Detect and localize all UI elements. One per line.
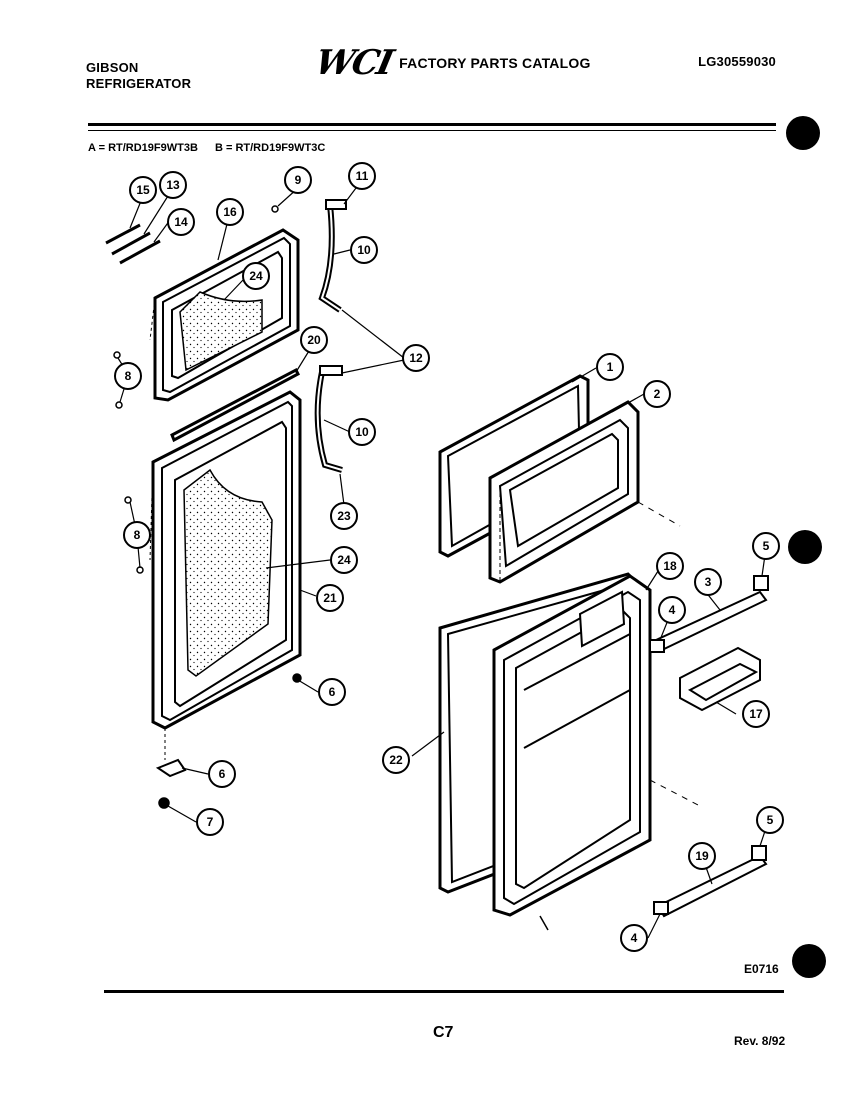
fresh-door-fasteners bbox=[124, 496, 302, 809]
lower-handle bbox=[314, 365, 343, 473]
freezer-inner-liner bbox=[488, 400, 681, 584]
binder-hole-top bbox=[786, 116, 820, 150]
model-b: B = RT/RD19F9WT3C bbox=[214, 142, 326, 154]
binder-hole-middle bbox=[788, 530, 822, 564]
binder-hole-bottom bbox=[792, 944, 826, 978]
model-legend: A = RT/RD19F9WT3B B = RT/RD19F9WT3C bbox=[88, 142, 339, 154]
dairy-compartment bbox=[679, 646, 761, 712]
header-rule-thin bbox=[88, 130, 776, 131]
upper-handle bbox=[318, 199, 347, 313]
freezer-door bbox=[149, 228, 300, 402]
brand-block: GIBSON REFRIGERATOR bbox=[86, 60, 191, 92]
model-a: A = RT/RD19F9WT3B bbox=[88, 142, 198, 154]
fresh-food-door bbox=[149, 390, 302, 760]
document-number: LG30559030 bbox=[698, 54, 776, 69]
header-rule bbox=[88, 123, 776, 126]
door-separator-strip bbox=[170, 367, 300, 443]
drawing-code: E0716 bbox=[744, 962, 779, 976]
product-type: REFRIGERATOR bbox=[86, 76, 192, 91]
shim-strips bbox=[105, 223, 161, 265]
screws-upper bbox=[113, 205, 279, 409]
catalog-heading: WCI FACTORY PARTS CATALOG bbox=[312, 43, 591, 83]
brand-name: GIBSON bbox=[86, 60, 139, 75]
footer-rule bbox=[104, 990, 784, 993]
fresh-food-inner-liner bbox=[492, 574, 701, 931]
lower-door-shelf bbox=[653, 845, 768, 918]
upper-door-shelf bbox=[649, 575, 769, 653]
page-number: C7 bbox=[433, 1024, 454, 1041]
catalog-title: FACTORY PARTS CATALOG bbox=[399, 55, 591, 71]
revision-date: Rev. 8/92 bbox=[734, 1034, 786, 1048]
